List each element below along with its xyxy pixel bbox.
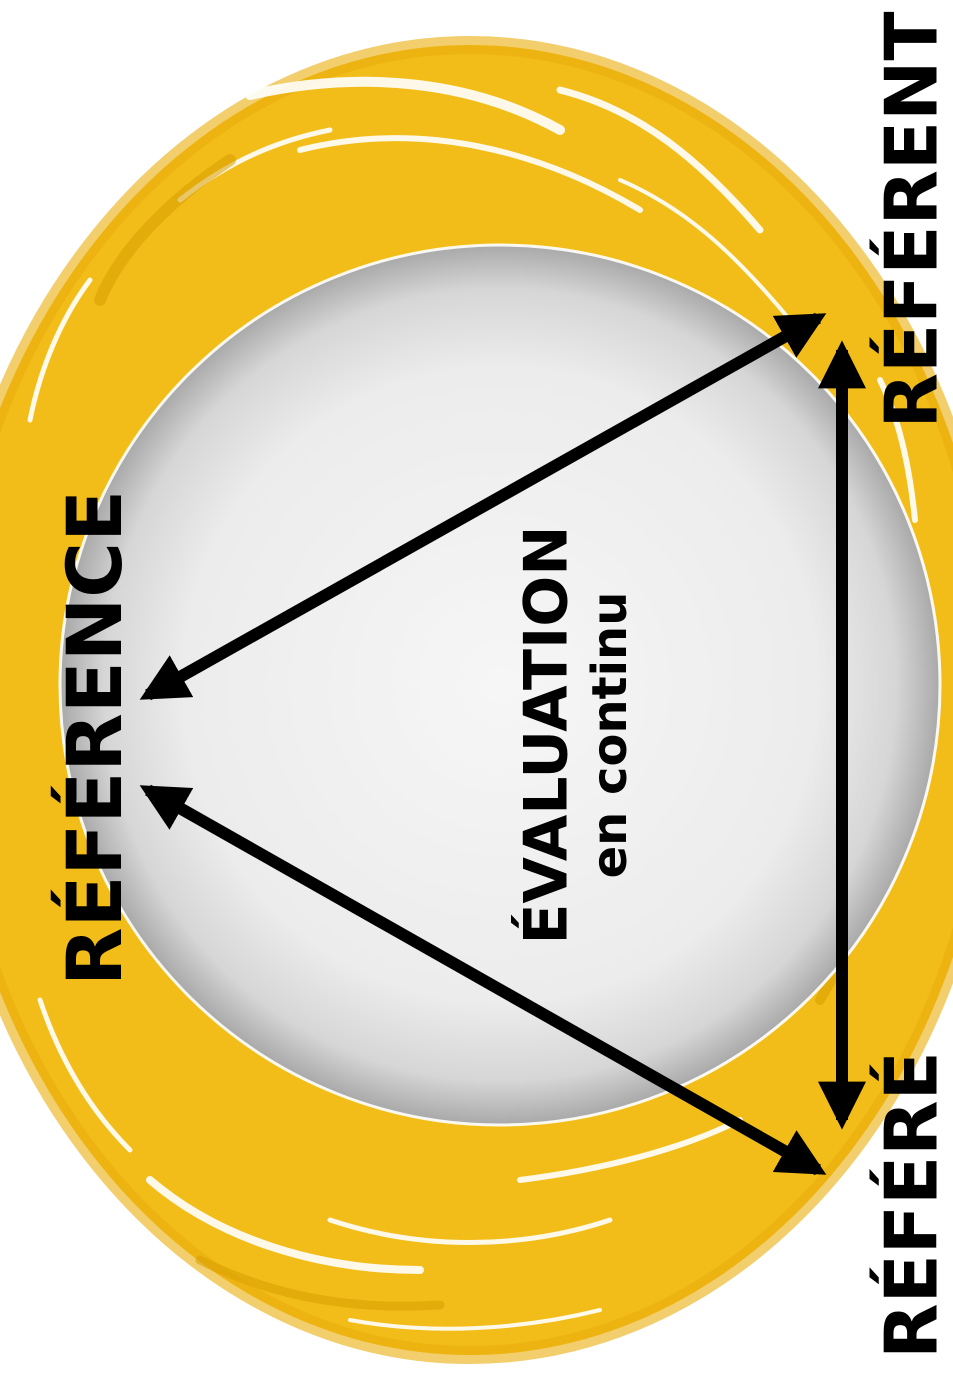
label-reference: RÉFÉRENCE: [50, 490, 139, 986]
label-referent: RÉFÉRENT: [870, 12, 953, 429]
label-refere: RÉFÉRÉ: [870, 1051, 953, 1359]
label-evaluation: ÉVALUATION: [510, 525, 582, 944]
label-en-continu: en continu: [582, 592, 638, 879]
